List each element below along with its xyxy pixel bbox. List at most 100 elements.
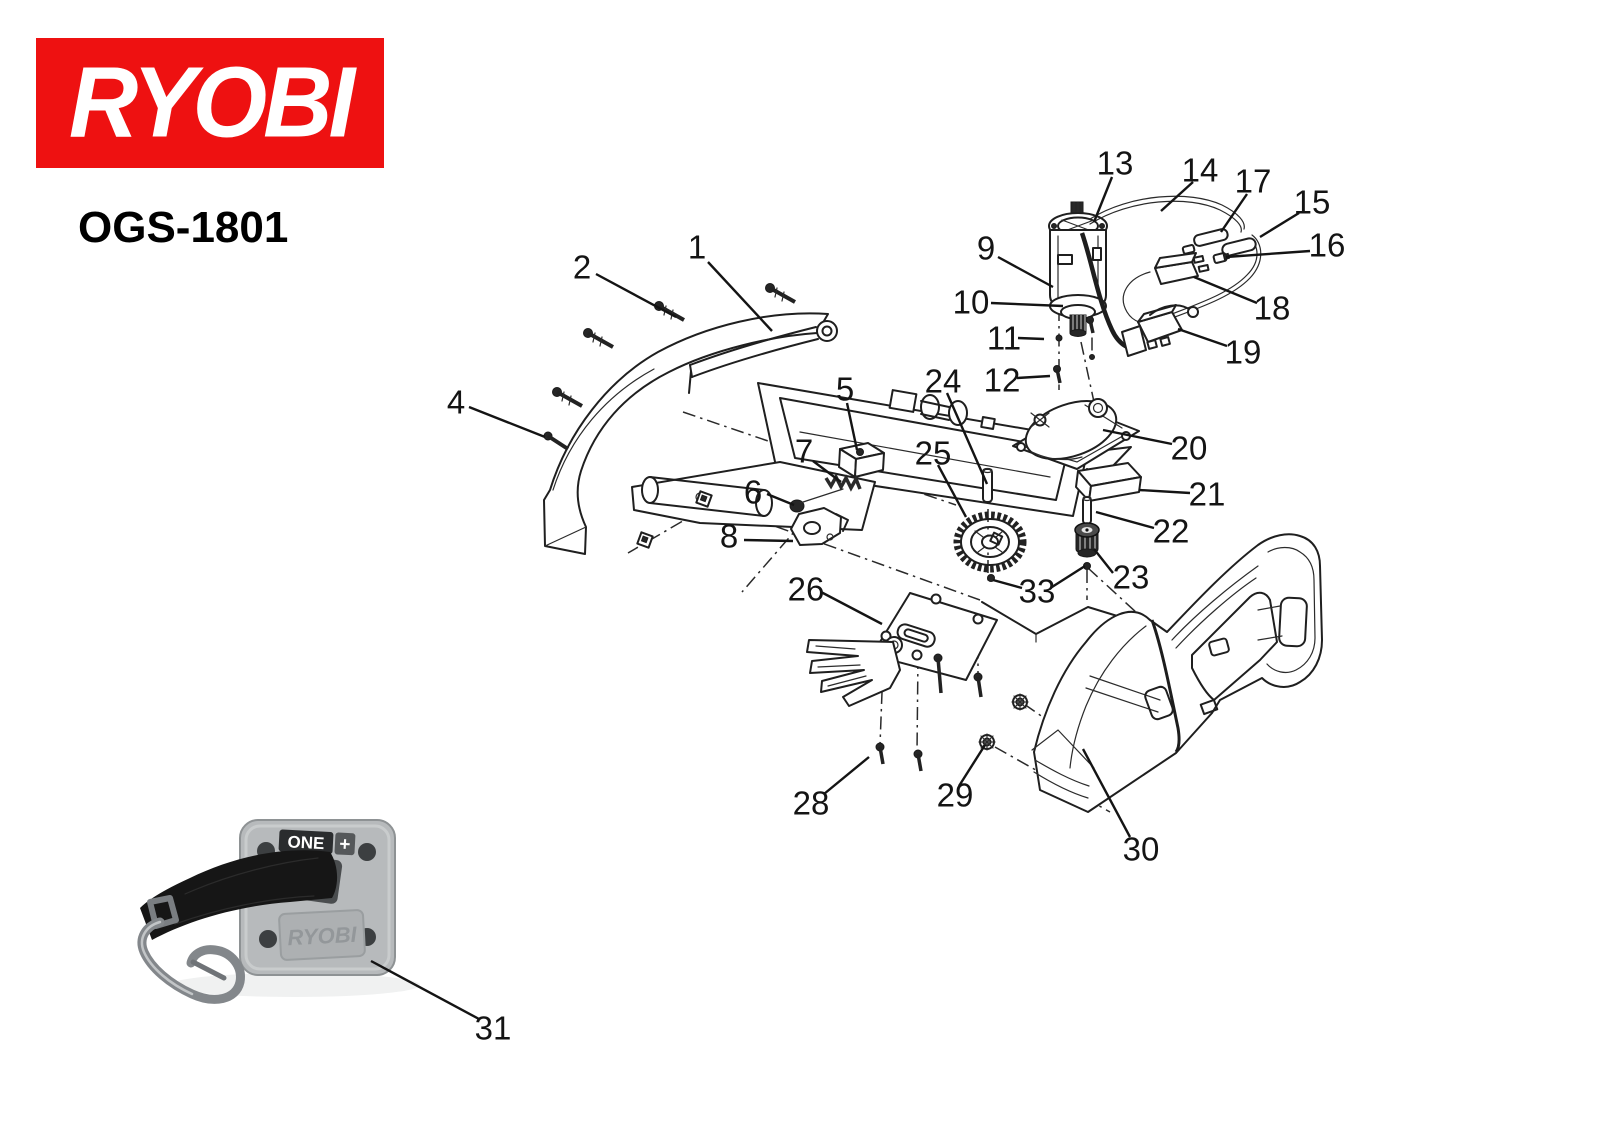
callout-number-17: 17: [1235, 163, 1272, 200]
strap-accessory-photo: ONE + RYOBI: [137, 819, 420, 1004]
callout-number-23: 23: [1113, 559, 1150, 596]
callout-leader-9: [997, 255, 1054, 289]
spring-7: [824, 473, 862, 492]
callout-number-2: 2: [573, 249, 591, 286]
embossed-text: RYOBI: [287, 922, 358, 951]
callout-number-18: 18: [1254, 290, 1291, 327]
callout-leader-5: [845, 402, 859, 451]
large-gear-25: [953, 511, 1027, 573]
one-plus-badge: ONE +: [278, 829, 356, 856]
callout-leader-18: [1193, 275, 1258, 305]
strap: [140, 850, 338, 940]
callout-leader-17: [1220, 193, 1248, 233]
callout-leader-10: [990, 301, 1064, 308]
callout-number-11: 11: [987, 320, 1021, 357]
callout-leader-12: [1016, 374, 1051, 380]
badge-text: ONE: [287, 832, 325, 853]
callout-leader-13: [1092, 176, 1114, 223]
screw-12: [1053, 365, 1062, 384]
callout-number-31: 31: [475, 1010, 512, 1047]
lock-button-screw: [856, 448, 864, 456]
callout-number-30: 30: [1123, 831, 1160, 868]
callout-leader-31: [370, 959, 480, 1021]
flange-nut-29: [1011, 693, 1029, 711]
callout-leader-2: [595, 272, 677, 319]
callout-number-14: 14: [1182, 152, 1219, 189]
callout-leader-24: [945, 392, 989, 485]
callout-number-20: 20: [1171, 430, 1208, 467]
chassis-frame: [757, 382, 1091, 517]
ryobi-logo-text: RYOBI: [68, 46, 355, 159]
callout-leader-22: [1095, 510, 1155, 530]
gearbox-drawing: [953, 398, 1142, 582]
callout-leader-26: [820, 590, 883, 626]
screw: [1086, 316, 1095, 334]
screw: [765, 283, 796, 304]
screw: [583, 328, 614, 349]
callout-number-25: 25: [915, 435, 952, 472]
callout-number-28: 28: [793, 785, 830, 822]
motor-pinion: [1069, 314, 1087, 337]
callout-number-15: 15: [1294, 184, 1331, 221]
badge-plus: +: [339, 834, 351, 856]
handle-window: [1191, 591, 1278, 701]
callout-number-19: 19: [1225, 334, 1262, 371]
callout-number-16: 16: [1309, 227, 1346, 264]
callout-number-22: 22: [1153, 513, 1190, 550]
pin-22: [1082, 495, 1092, 525]
callout-number-5: 5: [836, 371, 854, 408]
ryobi-logo: RYOBI: [36, 38, 384, 168]
callout-number-24: 24: [925, 363, 962, 400]
callout-leader-30: [1081, 748, 1132, 838]
blade-drawing: [806, 592, 1029, 772]
lever-8: [790, 507, 842, 546]
callout-number-33: 33: [1019, 573, 1056, 610]
wire-harness-drawing: [1079, 195, 1262, 357]
callout-leader-14: [1160, 181, 1194, 212]
callout-leader-15: [1259, 211, 1300, 239]
switch-lock-parts: [636, 442, 885, 549]
callout-number-29: 29: [937, 777, 974, 814]
callout-leader-4: [468, 405, 546, 439]
screw-11: [1055, 334, 1063, 342]
callout-leader-29: [957, 744, 987, 787]
callout-number-6: 6: [744, 474, 762, 511]
callout-number-26: 26: [788, 571, 825, 608]
key-block-21: [1075, 462, 1142, 502]
embossed-logo: RYOBI: [278, 909, 366, 961]
callout-number-21: 21: [1189, 476, 1226, 513]
screw-33: [987, 574, 995, 582]
snap-hook-clip: [137, 895, 245, 1004]
small-gear-23: [1074, 522, 1100, 558]
callout-leader-21: [1138, 488, 1191, 495]
callout-leader-19: [1177, 327, 1228, 348]
callout-number-4: 4: [447, 384, 465, 421]
motor-drawing: [1048, 201, 1108, 337]
model-number: OGS-1801: [78, 203, 289, 252]
callout-leader-33: [992, 578, 1023, 590]
callout-number-7: 7: [795, 433, 813, 470]
callout-leader-6: [766, 492, 795, 507]
connector-17: [1193, 228, 1229, 247]
callout-number-12: 12: [984, 362, 1021, 399]
switch-19: [1121, 304, 1199, 357]
callout-leader-20: [1102, 428, 1173, 446]
motor-screws: [1053, 316, 1095, 384]
callout-leader-8: [743, 538, 794, 543]
callout-number-1: 1: [688, 229, 706, 266]
callout-leader-33: [1051, 564, 1086, 589]
callout-leader-28: [823, 756, 870, 795]
lower-housing-drawing: [981, 533, 1323, 813]
callout-leader-16: [1225, 249, 1311, 259]
callout-leader-7: [812, 460, 842, 483]
callout-leader-11: [1017, 336, 1045, 341]
housing-screws: [543, 283, 796, 451]
screw: [654, 301, 685, 322]
callout-number-9: 9: [977, 230, 995, 267]
pin-24: [982, 467, 993, 503]
callout-leader-23: [1093, 548, 1114, 574]
blade-screws: [875, 653, 983, 772]
callout-leader-25: [936, 464, 968, 518]
